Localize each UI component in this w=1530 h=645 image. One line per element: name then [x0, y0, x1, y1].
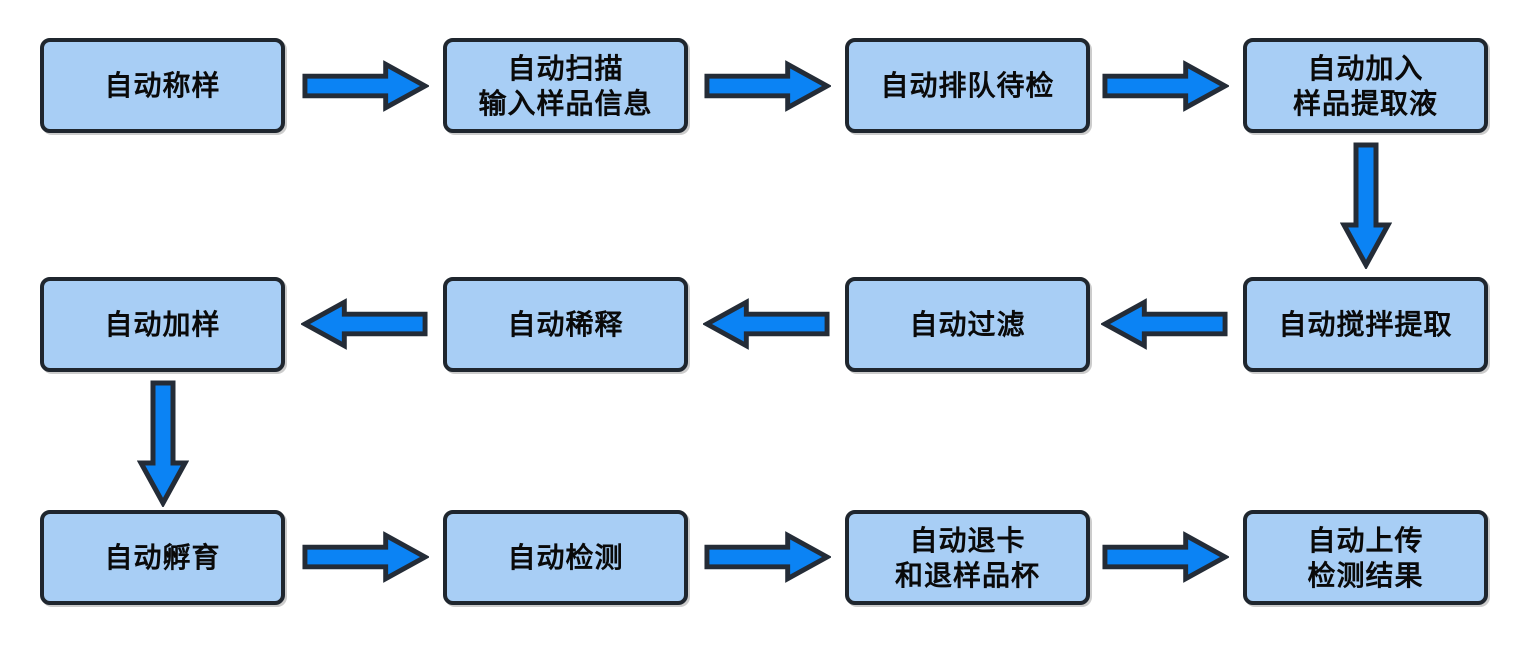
arrow-down-icon: [137, 380, 189, 507]
flow-node-label: 自动上传 检测结果: [1307, 524, 1424, 591]
flow-node-label: 自动称样: [104, 70, 221, 101]
flow-node-label: 自动搅拌提取: [1278, 309, 1453, 340]
flow-node-label: 自动排队待检: [880, 70, 1055, 101]
flow-node-label: 自动扫描 输入样品信息: [478, 52, 653, 119]
arrow-right-icon: [1102, 531, 1229, 583]
flow-node-label: 自动加样: [104, 309, 221, 340]
arrow-left-icon: [1101, 298, 1228, 350]
flow-node-label: 自动稀释: [507, 309, 624, 340]
flow-node-auto-filter: 自动过滤: [845, 277, 1090, 372]
arrow-right-icon: [302, 60, 429, 112]
flow-node-auto-weigh: 自动称样: [40, 38, 285, 133]
flow-node-auto-dilute: 自动稀释: [443, 277, 688, 372]
flow-node-auto-scan: 自动扫描 输入样品信息: [443, 38, 688, 133]
flow-node-auto-stir-extract: 自动搅拌提取: [1243, 277, 1488, 372]
arrow-right-icon: [1102, 60, 1229, 112]
flow-node-auto-eject-card: 自动退卡 和退样品杯: [845, 510, 1090, 605]
arrow-right-icon: [302, 531, 429, 583]
flow-node-auto-queue: 自动排队待检: [845, 38, 1090, 133]
flow-node-auto-load-sample: 自动加样: [40, 277, 285, 372]
flow-node-auto-add-extract: 自动加入 样品提取液: [1243, 38, 1488, 133]
flow-node-auto-detect: 自动检测: [443, 510, 688, 605]
flow-node-label: 自动检测: [507, 542, 624, 573]
flow-node-label: 自动退卡 和退样品杯: [894, 524, 1040, 591]
arrow-left-icon: [703, 298, 830, 350]
arrow-right-icon: [704, 531, 831, 583]
flow-node-label: 自动孵育: [104, 542, 221, 573]
arrow-down-icon: [1340, 142, 1392, 269]
flow-node-auto-incubate: 自动孵育: [40, 510, 285, 605]
flow-node-auto-upload: 自动上传 检测结果: [1243, 510, 1488, 605]
flow-node-label: 自动加入 样品提取液: [1292, 52, 1438, 119]
arrow-left-icon: [301, 298, 428, 350]
arrow-right-icon: [704, 60, 831, 112]
flow-node-label: 自动过滤: [909, 309, 1026, 340]
